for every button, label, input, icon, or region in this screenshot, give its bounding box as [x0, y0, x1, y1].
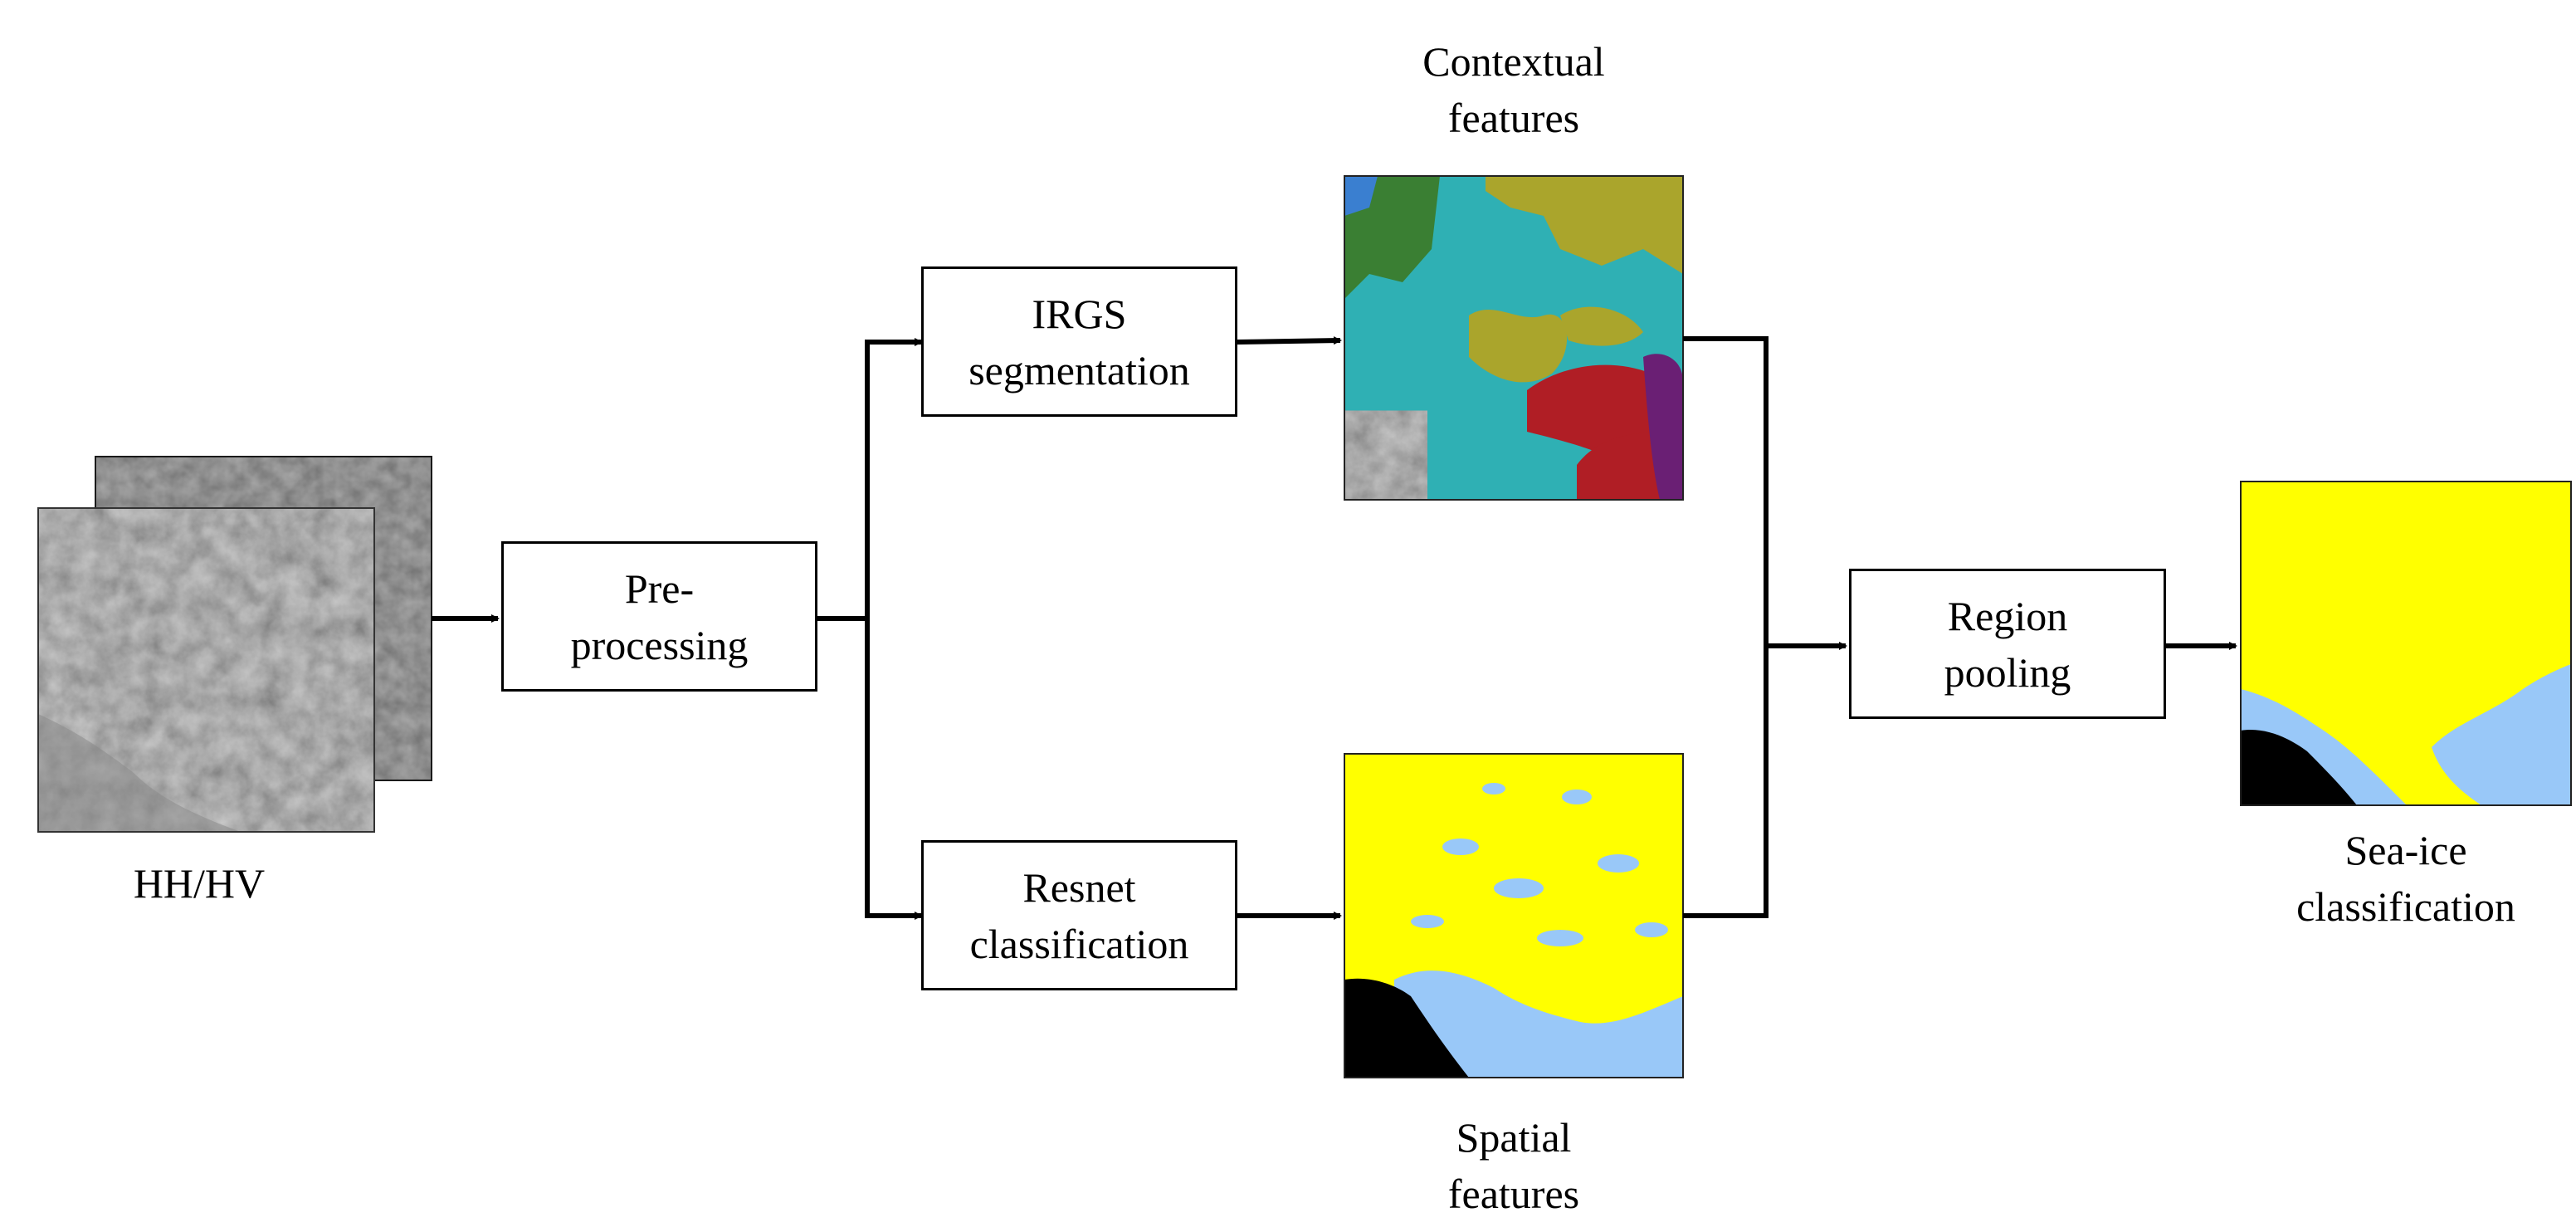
irgs-label-line1: IRGS: [1032, 290, 1127, 337]
resnet-classification-box: Resnet classification: [921, 840, 1237, 990]
sea-ice-classification-label: Sea-ice classification: [2241, 822, 2571, 935]
spatial-label-line1: Spatial: [1456, 1114, 1572, 1161]
contextual-label-line2: features: [1447, 95, 1580, 141]
connectors: [432, 336, 2237, 920]
connector-features-merge: [1683, 336, 1769, 918]
spatial-features-image: [1344, 754, 1683, 1078]
arrow-preprocessing-to-resnet: [865, 618, 923, 920]
preprocessing-box: Pre- processing: [501, 541, 817, 692]
sar-image-hh: [37, 507, 375, 833]
region-pooling-box: Region pooling: [1849, 569, 2166, 719]
irgs-label-line2: segmentation: [968, 346, 1190, 394]
input-label: HH/HV: [133, 860, 266, 907]
contextual-features-label: Contextual features: [1348, 33, 1680, 146]
contextual-label-line1: Contextual: [1422, 38, 1605, 85]
contextual-features-image: [1344, 176, 1683, 500]
sea-ice-label-line2: classification: [2296, 883, 2515, 930]
sea-ice-classification-frame: [2240, 481, 2572, 806]
arrow-irgs-to-contextual: [1237, 336, 1342, 345]
irgs-segmentation-box: IRGS segmentation: [921, 266, 1237, 417]
arrow-preprocessing-to-irgs: [817, 338, 923, 621]
resnet-label-line2: classification: [969, 920, 1189, 967]
sea-ice-label-line1: Sea-ice: [2344, 827, 2467, 873]
region-pooling-label-line2: pooling: [1944, 648, 2071, 696]
resnet-label-line1: Resnet: [1022, 863, 1136, 911]
region-pooling-label-line1: Region: [1947, 592, 2068, 639]
preprocessing-label-line1: Pre-: [624, 565, 695, 612]
preprocessing-label-line2: processing: [570, 621, 749, 668]
spatial-features-label: Spatial features: [1348, 1109, 1680, 1222]
spatial-label-line2: features: [1447, 1171, 1580, 1217]
sea-ice-classification-image: [2241, 482, 2571, 805]
